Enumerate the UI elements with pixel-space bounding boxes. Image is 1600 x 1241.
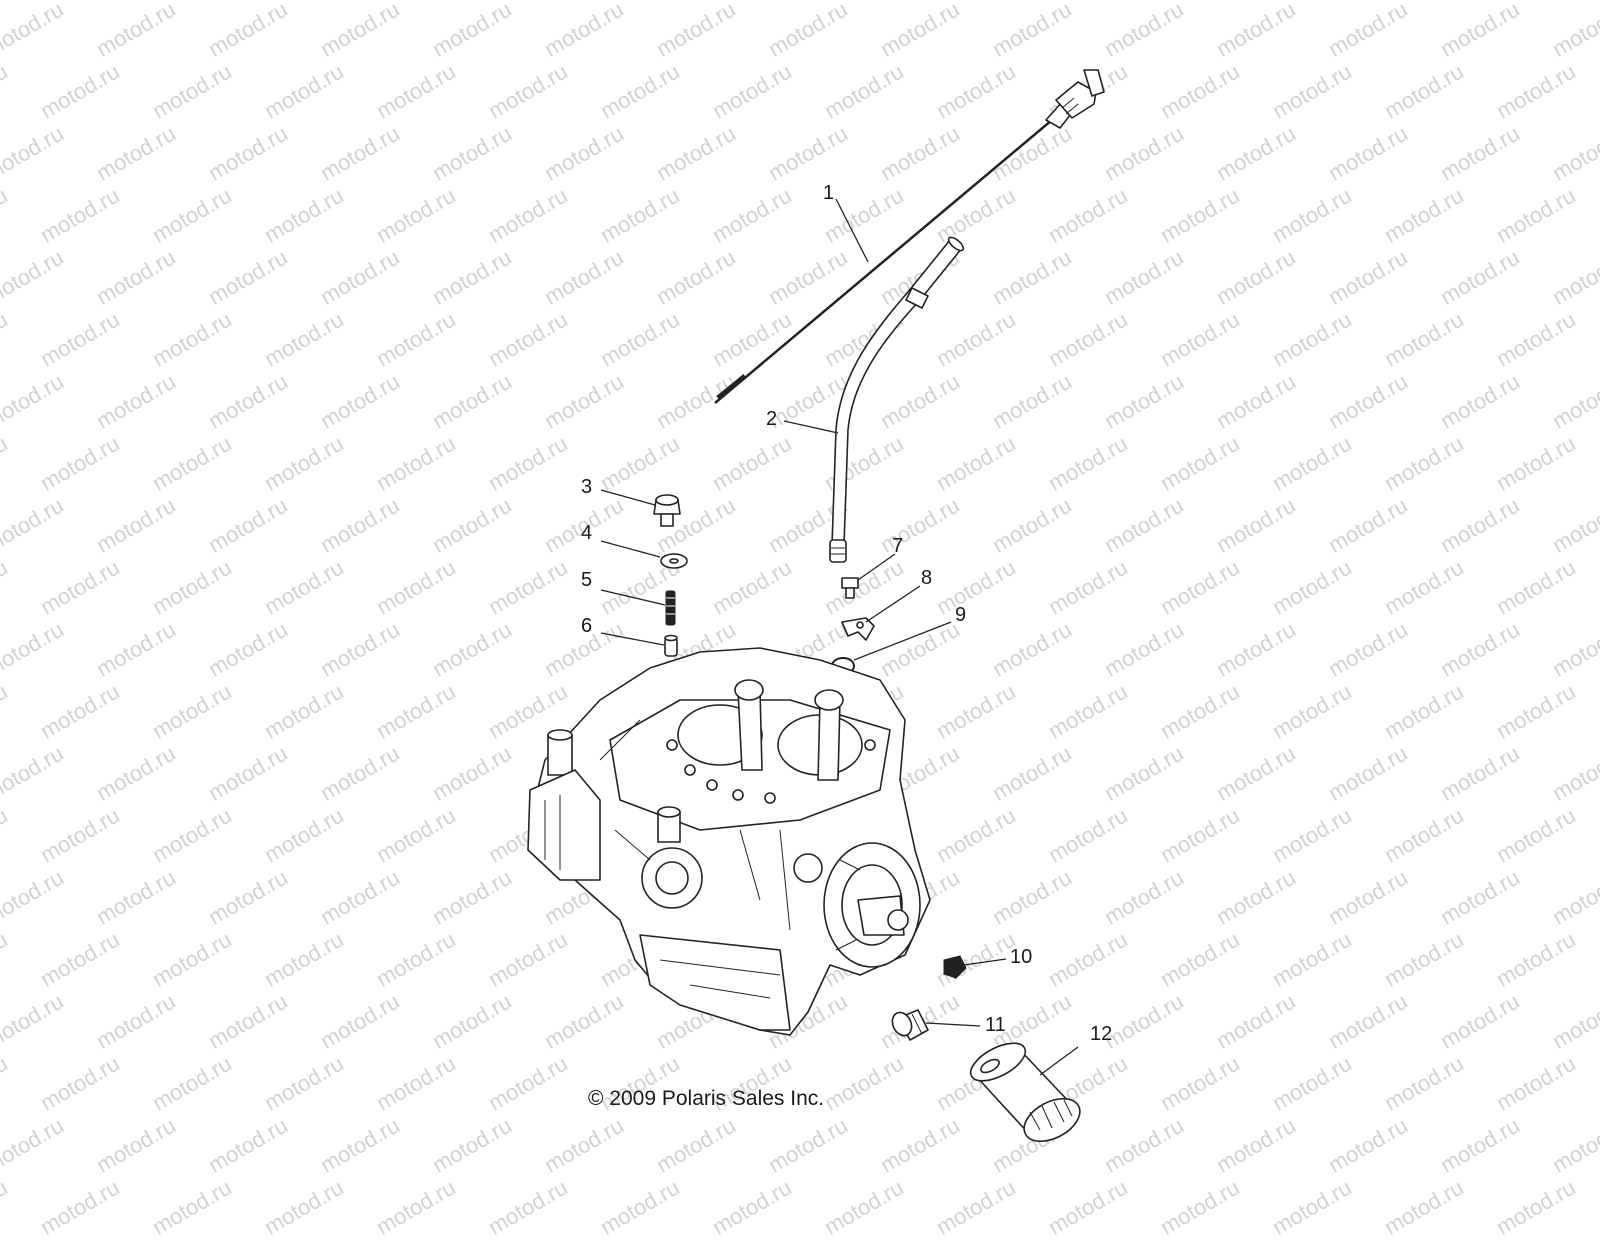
callout-2: 2 bbox=[766, 408, 777, 430]
callout-8: 8 bbox=[921, 567, 932, 589]
callout-labels: 1 2 3 4 5 6 7 8 9 10 11 12 bbox=[581, 182, 1112, 1045]
drain-plug-part bbox=[891, 1009, 929, 1041]
fitting-part bbox=[943, 955, 967, 979]
callout-11: 11 bbox=[985, 1014, 1006, 1036]
callout-4: 4 bbox=[581, 522, 592, 544]
exploded-parts-diagram: 1 2 3 4 5 6 7 8 9 10 11 12 bbox=[527, 69, 1112, 1143]
spring-part bbox=[665, 590, 676, 626]
callout-10: 10 bbox=[1010, 946, 1032, 968]
callout-3: 3 bbox=[581, 476, 592, 498]
copyright-notice: © 2009 Polaris Sales Inc. bbox=[588, 1087, 825, 1110]
callout-9: 9 bbox=[955, 604, 966, 626]
callout-6: 6 bbox=[581, 615, 592, 637]
screw-part bbox=[841, 577, 859, 599]
crankcase-part bbox=[527, 647, 931, 1036]
bolt-part bbox=[653, 494, 681, 527]
oil-filter-part bbox=[969, 1042, 1081, 1143]
dipstick-tube-part bbox=[829, 236, 965, 563]
callout-7: 7 bbox=[892, 535, 903, 557]
dipstick-part bbox=[714, 69, 1105, 404]
leader-lines bbox=[600, 198, 1079, 1076]
plunger-part bbox=[664, 634, 678, 657]
callout-12: 12 bbox=[1090, 1023, 1112, 1045]
washer-part bbox=[660, 553, 688, 569]
callout-1: 1 bbox=[823, 182, 834, 204]
bracket-part bbox=[841, 617, 875, 641]
callout-5: 5 bbox=[581, 569, 592, 591]
